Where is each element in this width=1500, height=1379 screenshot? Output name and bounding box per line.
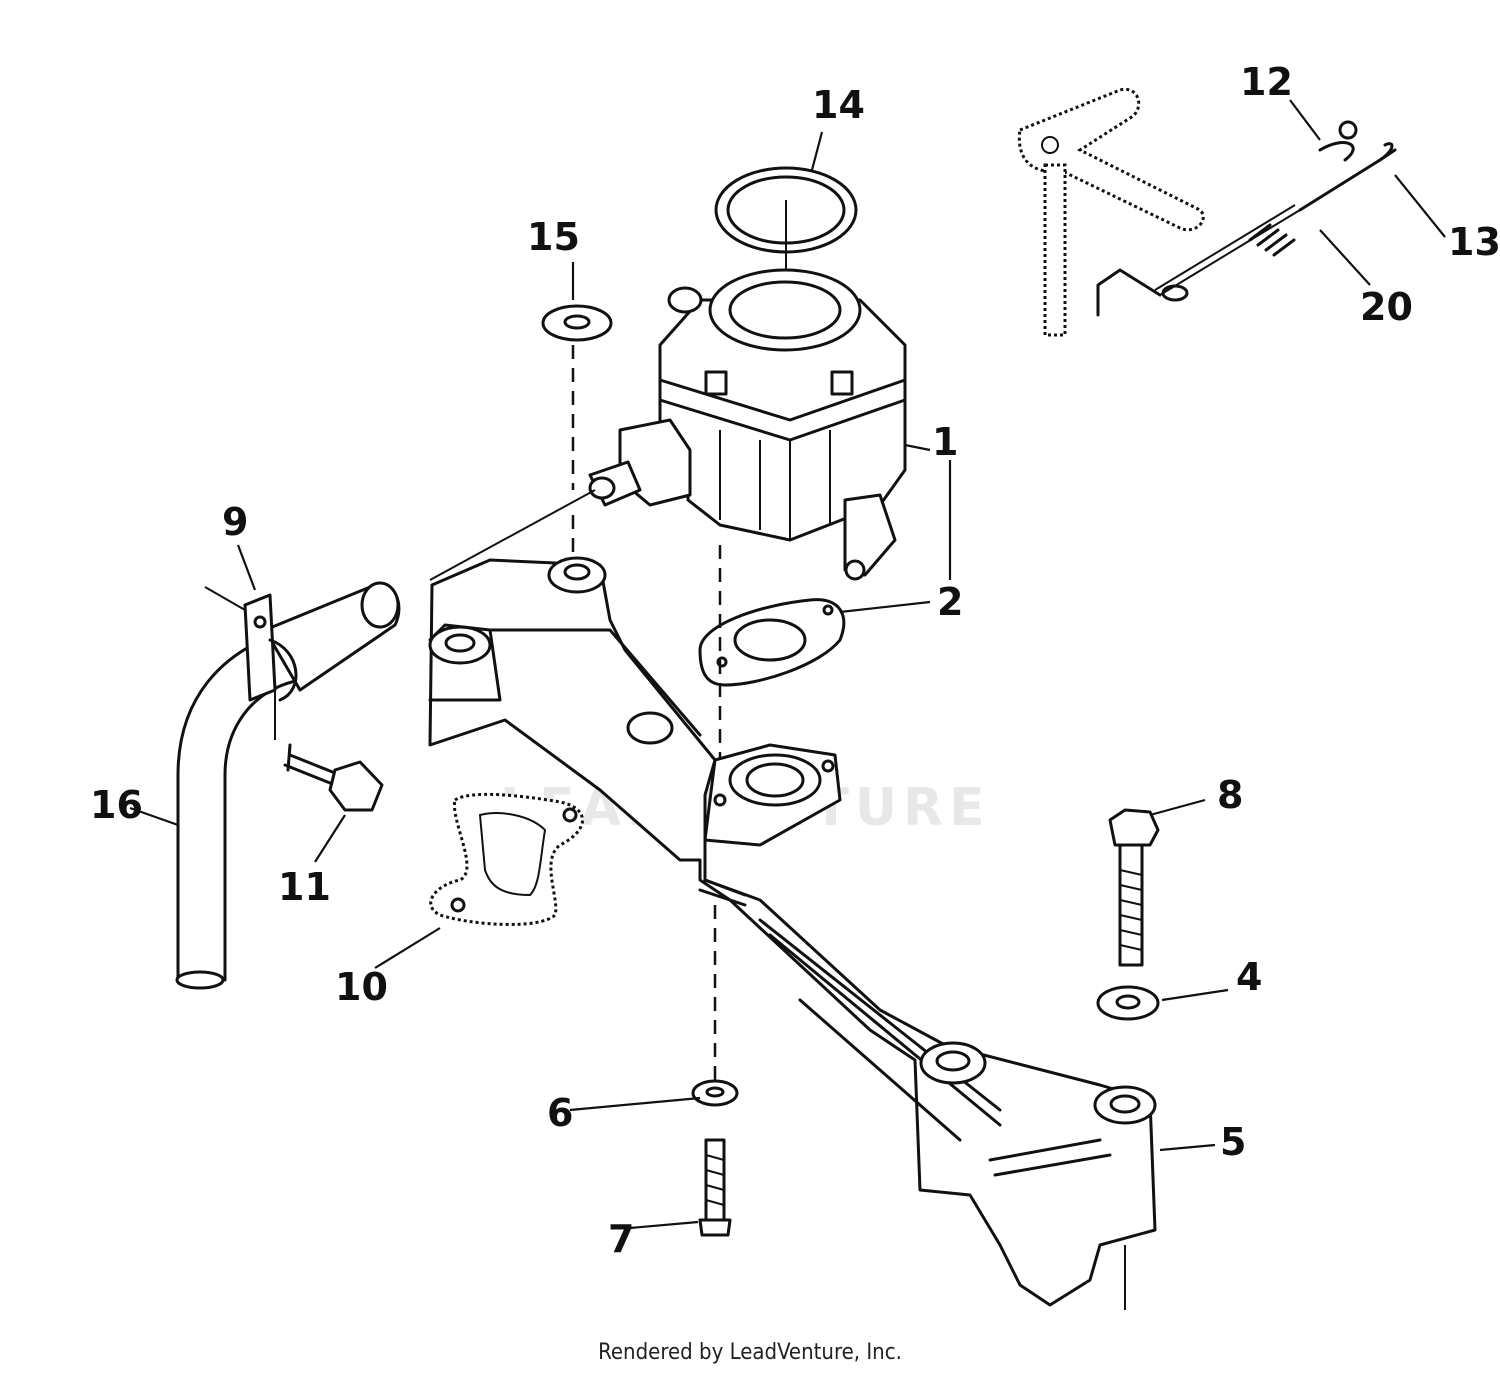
part-12-clip xyxy=(1318,120,1358,162)
callout-2: 2 xyxy=(937,580,963,624)
part-5-intake-manifold xyxy=(428,556,1157,1310)
part-15-washer xyxy=(541,304,613,342)
leader-lines xyxy=(129,99,1446,1230)
callout-15: 15 xyxy=(527,215,580,259)
part-13-rod xyxy=(1298,142,1397,212)
callout-4: 4 xyxy=(1236,955,1262,999)
callouts: 14 15 1 2 8 4 5 6 7 9 11 10 16 12 13 20 xyxy=(90,60,1500,1261)
part-11-bolt xyxy=(283,743,384,812)
callout-8: 8 xyxy=(1217,773,1243,817)
callout-1: 1 xyxy=(932,420,958,464)
part-16-hose xyxy=(175,581,401,990)
callout-6: 6 xyxy=(547,1091,573,1135)
part-10-manifold-gasket xyxy=(429,792,584,926)
callout-7: 7 xyxy=(608,1217,634,1261)
callout-13: 13 xyxy=(1448,220,1500,264)
footer-credit: Rendered by LeadVenture, Inc. xyxy=(598,1340,902,1365)
callout-14: 14 xyxy=(812,83,865,127)
callout-16: 16 xyxy=(90,783,143,827)
alignment-line-hose xyxy=(429,489,596,581)
part-9-clamp xyxy=(204,586,298,740)
part-6-washer xyxy=(691,1079,739,1107)
callout-9: 9 xyxy=(222,500,248,544)
part-4-washer xyxy=(1096,985,1160,1021)
callout-5: 5 xyxy=(1220,1120,1246,1164)
callout-10: 10 xyxy=(335,965,388,1009)
throttle-linkage xyxy=(1017,87,1205,337)
callout-20: 20 xyxy=(1360,285,1413,329)
part-1-carburetor xyxy=(588,268,907,581)
part-7-bolt xyxy=(698,1138,732,1237)
part-8-bolt xyxy=(1108,808,1160,967)
callout-12: 12 xyxy=(1240,60,1293,104)
part-20-spring xyxy=(1096,204,1301,317)
part-2-carb-gasket xyxy=(698,598,846,687)
callout-11: 11 xyxy=(278,865,331,909)
